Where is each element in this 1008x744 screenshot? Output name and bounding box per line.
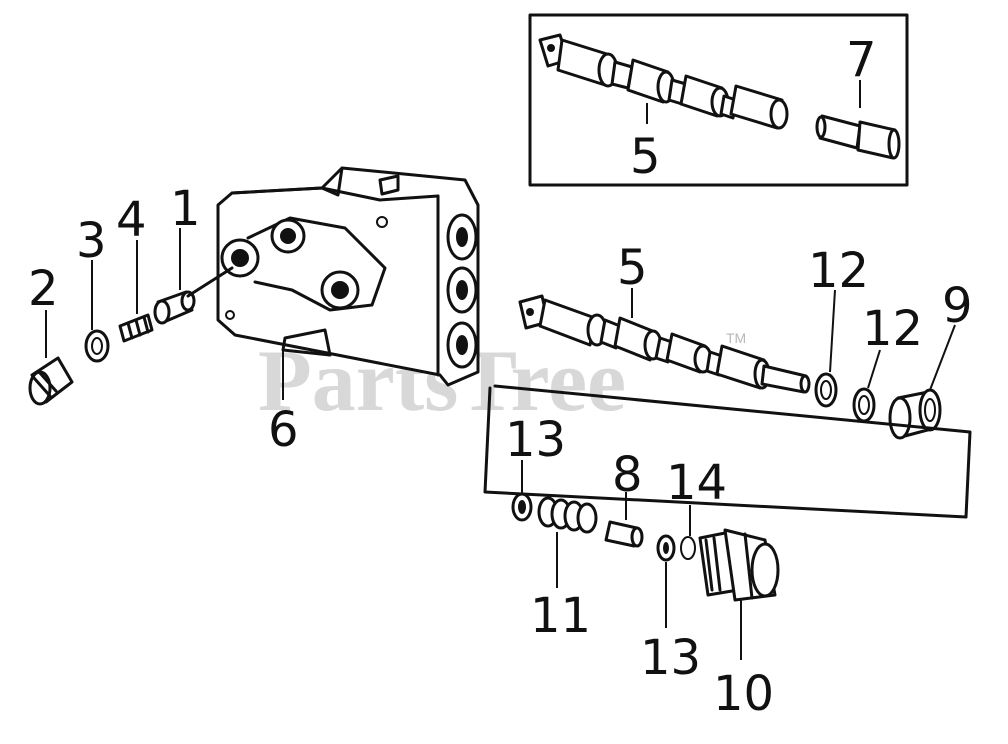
callout-10: 10 xyxy=(713,666,774,722)
callout-9: 9 xyxy=(942,278,973,334)
callout-13a: 13 xyxy=(505,412,566,468)
valve-body-part xyxy=(216,166,480,387)
callout-6: 6 xyxy=(268,402,299,458)
inset-box xyxy=(528,13,909,187)
watermark-trademark: TM xyxy=(726,330,746,346)
washer-part-3 xyxy=(84,329,110,363)
inset-spool-part xyxy=(538,33,789,130)
cap-part-10 xyxy=(698,528,780,602)
inset-plug-part xyxy=(815,114,901,160)
callout-14: 14 xyxy=(666,455,727,511)
ring-part-13b xyxy=(656,534,676,562)
callout-11: 11 xyxy=(530,588,591,644)
leader-12a xyxy=(829,289,836,373)
callout-2: 2 xyxy=(28,261,59,317)
callout-1: 1 xyxy=(170,181,201,237)
o-ring-part-12a xyxy=(814,372,838,408)
spring-part-4 xyxy=(118,313,154,343)
subassembly-bracket xyxy=(483,384,972,519)
o-ring-part-12b xyxy=(852,387,876,423)
callout-4: 4 xyxy=(116,192,147,248)
callout-labels: 1 2 3 4 5 5 6 7 8 9 10 11 12 12 13 13 14 xyxy=(28,32,973,722)
callout-3: 3 xyxy=(76,213,107,269)
spring-part-11 xyxy=(537,496,598,534)
callout-12b: 12 xyxy=(862,301,923,357)
callout-5-inset: 5 xyxy=(630,129,661,185)
o-ring-part-14 xyxy=(680,536,696,560)
leader-9 xyxy=(929,324,956,391)
callout-8: 8 xyxy=(612,447,643,503)
callout-5-main: 5 xyxy=(617,240,648,296)
callout-13b: 13 xyxy=(640,630,701,686)
plug-part-2 xyxy=(28,356,74,406)
ring-part-13a xyxy=(511,492,533,522)
callout-7: 7 xyxy=(846,32,877,88)
leader-12b xyxy=(867,349,881,389)
pin-part-8 xyxy=(604,520,644,548)
assembly-line-1 xyxy=(186,266,234,298)
callout-12a: 12 xyxy=(808,243,869,299)
poppet-part-1 xyxy=(153,290,196,325)
bushing-part-9 xyxy=(888,388,942,440)
spool-part-5 xyxy=(518,294,811,394)
